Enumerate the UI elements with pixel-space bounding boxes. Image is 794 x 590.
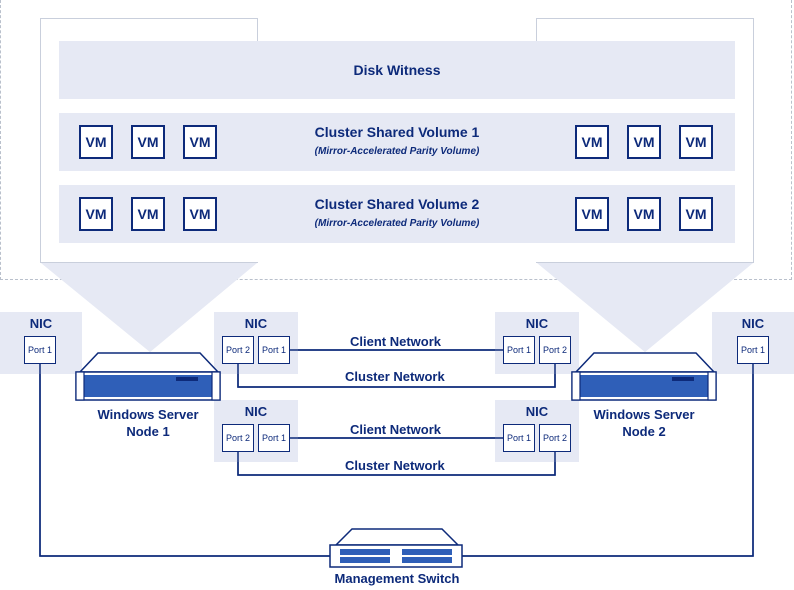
vm-box: VM	[575, 197, 609, 231]
node2-nic-a: NIC Port 1 Port 2	[495, 312, 579, 374]
vm-box: VM	[131, 125, 165, 159]
node2-label-line1: Windows Server	[593, 407, 695, 422]
port-1: Port 1	[258, 336, 290, 364]
disk-witness: Disk Witness	[59, 41, 735, 99]
port-1: Port 1	[258, 424, 290, 452]
csv-1: VM VM VM Cluster Shared Volume 1 (Mirror…	[59, 113, 735, 171]
node2-label: Windows Server Node 2	[566, 406, 722, 440]
port-1: Port 1	[737, 336, 769, 364]
port-1: Port 1	[24, 336, 56, 364]
vm-box: VM	[679, 197, 713, 231]
vm-box: VM	[79, 197, 113, 231]
management-switch-label: Management Switch	[334, 571, 460, 586]
nic-label: NIC	[244, 316, 268, 331]
vm-box: VM	[131, 197, 165, 231]
vm-box: VM	[627, 125, 661, 159]
vm-box: VM	[679, 125, 713, 159]
node1-label-line1: Windows Server	[97, 407, 199, 422]
node1-nic-b: NIC Port 2 Port 1	[214, 400, 298, 462]
vm-box: VM	[183, 197, 217, 231]
csv-2-title: Cluster Shared Volume 2	[314, 196, 480, 212]
cluster-frame	[0, 0, 792, 280]
vm-box: VM	[627, 197, 661, 231]
port-2: Port 2	[539, 336, 571, 364]
csv-2: VM VM VM Cluster Shared Volume 2 (Mirror…	[59, 185, 735, 243]
port-1: Port 1	[503, 424, 535, 452]
node2-label-line2: Node 2	[622, 424, 666, 439]
client-network-label: Client Network	[350, 422, 442, 437]
node1-mgmt-nic: NIC Port 1	[0, 312, 82, 374]
csv-1-subtitle: (Mirror-Accelerated Parity Volume)	[314, 146, 480, 157]
csv-1-title: Cluster Shared Volume 1	[314, 124, 480, 140]
port-2: Port 2	[222, 424, 254, 452]
disk-witness-label: Disk Witness	[353, 62, 441, 78]
node2-mgmt-nic: NIC Port 1	[712, 312, 794, 374]
csv-2-subtitle: (Mirror-Accelerated Parity Volume)	[314, 218, 480, 229]
cluster-network-label: Cluster Network	[345, 369, 445, 384]
vm-box: VM	[79, 125, 113, 159]
node1-label-line2: Node 1	[126, 424, 170, 439]
cluster-network-label: Cluster Network	[345, 458, 445, 473]
port-2: Port 2	[222, 336, 254, 364]
client-network-label: Client Network	[350, 334, 442, 349]
nic-label: NIC	[741, 316, 765, 331]
vm-box: VM	[183, 125, 217, 159]
nic-label: NIC	[29, 316, 53, 331]
node1-label: Windows Server Node 1	[70, 406, 226, 440]
port-1: Port 1	[503, 336, 535, 364]
vm-box: VM	[575, 125, 609, 159]
nic-label: NIC	[244, 404, 268, 419]
node1-nic-a: NIC Port 2 Port 1	[214, 312, 298, 374]
nic-label: NIC	[525, 316, 549, 331]
